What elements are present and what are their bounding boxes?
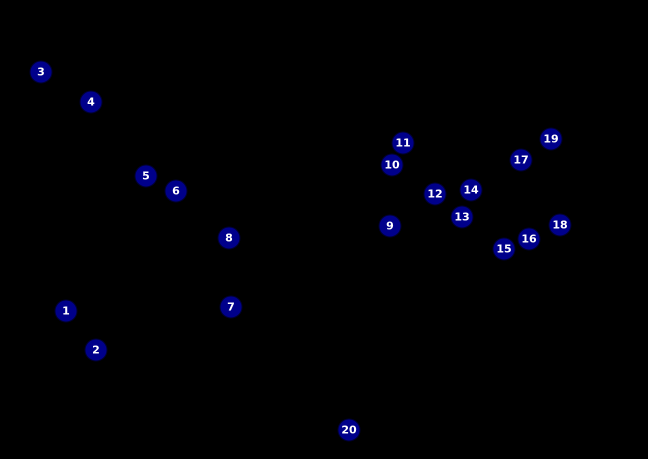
mark-15[interactable]: 15 — [492, 237, 516, 261]
mark-16[interactable]: 16 — [517, 227, 541, 251]
mark-1[interactable]: 1 — [54, 299, 78, 323]
mark-14[interactable]: 14 — [459, 178, 483, 202]
mark-4[interactable]: 4 — [79, 90, 103, 114]
mark-11[interactable]: 11 — [391, 131, 415, 155]
mark-13[interactable]: 13 — [450, 205, 474, 229]
mark-2[interactable]: 2 — [84, 338, 108, 362]
mark-10[interactable]: 10 — [380, 153, 404, 177]
mark-8[interactable]: 8 — [217, 226, 241, 250]
mark-7[interactable]: 7 — [219, 295, 243, 319]
mark-12[interactable]: 12 — [423, 182, 447, 206]
mark-20[interactable]: 20 — [337, 418, 361, 442]
mark-18[interactable]: 18 — [548, 213, 572, 237]
mark-6[interactable]: 6 — [164, 179, 188, 203]
mark-3[interactable]: 3 — [29, 60, 53, 84]
mark-19[interactable]: 19 — [539, 127, 563, 151]
mark-17[interactable]: 17 — [509, 148, 533, 172]
mark-5[interactable]: 5 — [134, 164, 158, 188]
mark-9[interactable]: 9 — [378, 214, 402, 238]
